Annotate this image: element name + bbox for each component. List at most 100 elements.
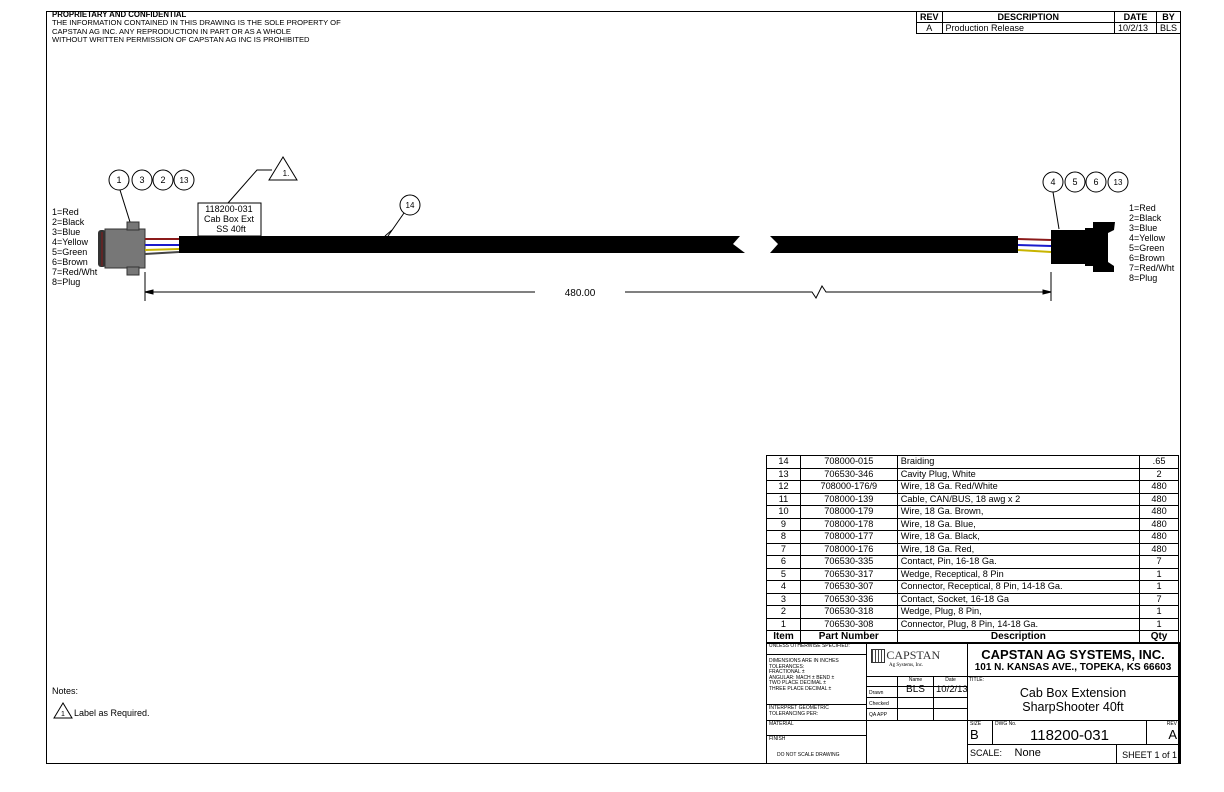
right-connector [1051,222,1115,272]
drawn-date: 10/2/13 [933,677,968,698]
item-cell: 1 [766,617,801,631]
description-cell: Wedge, Plug, 8 Pin, [896,605,1141,619]
balloon [173,169,195,191]
description-cell: Cable, CAN/BUS, 18 awg x 2 [896,492,1141,506]
item-cell: 3 [766,592,801,606]
qty-cell: .65 [1139,455,1179,469]
balloon-label: 2 [160,175,165,185]
item-cell: 13 [766,467,801,481]
balloon-label: 5 [1072,177,1077,187]
balloon-label: 13 [180,176,189,185]
logo-text: CAPSTAN [886,648,941,662]
part-number-cell: 706530-335 [799,555,898,569]
description-cell: Contact, Pin, 16-18 Ga. [896,555,1141,569]
logo: CAPSTAN Ag Systems, Inc. [866,642,968,677]
dwg-cell: DWG No. 118200-031 [992,720,1147,745]
title-label: TITLE: [969,677,985,683]
item-cell: 4 [766,580,801,594]
flag-note-icon [268,156,298,181]
qty-cell: 480 [1139,530,1179,544]
label-box-line: SS 40ft [216,224,246,234]
no-scale-note: DO NOT SCALE DRAWING [777,751,840,758]
legend-item: 5=Green [1129,243,1164,253]
description-cell: Braiding [896,455,1141,469]
dimension-label: 480.00 [565,288,596,299]
notes-title: Notes: [52,686,79,696]
company-address: 101 N. KANSAS AVE., TOPEKA, KS 66603 [974,662,1172,673]
qty-cell: 1 [1139,617,1179,631]
part-number-cell: 708000-179 [799,505,898,519]
item-cell: 5 [766,567,801,581]
left-connector [98,221,146,276]
notes: Notes: Label as Required. [52,686,150,718]
notice-line: THE INFORMATION CONTAINED IN THIS DRAWIN… [52,18,341,28]
item-cell: 10 [766,505,801,519]
proprietary-notice: PROPRIETARY AND CONFIDENTIAL THE INFORMA… [52,10,341,45]
sheet-number: SHEET 1 of 1 [1116,744,1180,764]
part-number-cell: 706530-308 [799,617,898,631]
description-cell: Connector, Receptical, 8 Pin, 14-18 Ga. [896,580,1141,594]
note-item: Label as Required. [74,708,150,718]
tolerance-line: ANGULAR: MACH ± BEND ± [769,674,835,681]
legend-item: 4=Yellow [52,237,88,247]
size-label: SIZE [970,721,982,727]
label-box-line: 118200-031 [205,204,252,214]
right-wires [1017,238,1052,253]
legend-item: 8=Plug [1129,273,1157,283]
item-cell: 9 [766,517,801,531]
description-cell: Wedge, Receptical, 8 Pin [896,567,1141,581]
legend-item: 3=Blue [52,227,80,237]
qty-cell: 1 [1139,567,1179,581]
part-number-cell: 706530-307 [799,580,898,594]
part-number-cell: 708000-176 [799,542,898,556]
item-cell: 2 [766,605,801,619]
item-cell: 14 [766,455,801,469]
left-wires [144,238,180,255]
part-number-cell: 706530-318 [799,605,898,619]
drawn-name: BLS [897,677,934,698]
drawing-frame [46,11,1181,764]
notice-line: CAPSTAN AG INC. ANY REPRODUCTION IN PART… [52,26,291,36]
qty-cell: 480 [1139,505,1179,519]
tolerance-line: TOLERANCES: [769,663,805,670]
legend-item: 7=Red/Wht [1129,263,1175,273]
balloon [152,169,174,191]
part-number-cell: 706530-317 [799,567,898,581]
scale-cell: SCALE: None [967,744,1117,764]
description-cell: Contact, Socket, 16-18 Ga [896,592,1141,606]
interpret-line: TOLERANCING PER: [769,710,819,717]
description-cell: Wire, 18 Ga. Red, [896,542,1141,556]
description-cell: Wire, 18 Ga. Black, [896,530,1141,544]
company-name: CAPSTAN AG SYSTEMS, INC. [981,647,1165,662]
qty-cell: 480 [1139,492,1179,506]
item-cell: 6 [766,555,801,569]
tolerance-line: DIMENSIONS ARE IN INCHES [769,658,839,664]
balloon-label: 6 [1093,177,1098,187]
legend-item: 8=Plug [52,277,80,287]
description-cell: Cavity Plug, White [896,467,1141,481]
tolerance-line: TWO PLACE DECIMAL ± [769,680,827,686]
notice-title: PROPRIETARY AND CONFIDENTIAL [52,10,187,19]
notice-line: WITHOUT WRITTEN PERMISSION OF CAPSTAN AG… [52,35,310,45]
size-cell: SIZE B [967,720,993,745]
balloon-label: 4 [1050,177,1055,187]
legend-item: 3=Blue [1129,223,1157,233]
drawing-title: Cab Box Extension [1019,685,1127,700]
length-dimension [144,272,1052,301]
braided-cable [179,236,745,253]
size-value: B [970,726,979,742]
legend-item: 2=Black [1129,213,1162,223]
part-number-cell: 706530-336 [799,592,898,606]
interpret-line: INTERPRET GEOMETRIC [769,705,829,711]
rev-by: BLS [1155,22,1182,34]
